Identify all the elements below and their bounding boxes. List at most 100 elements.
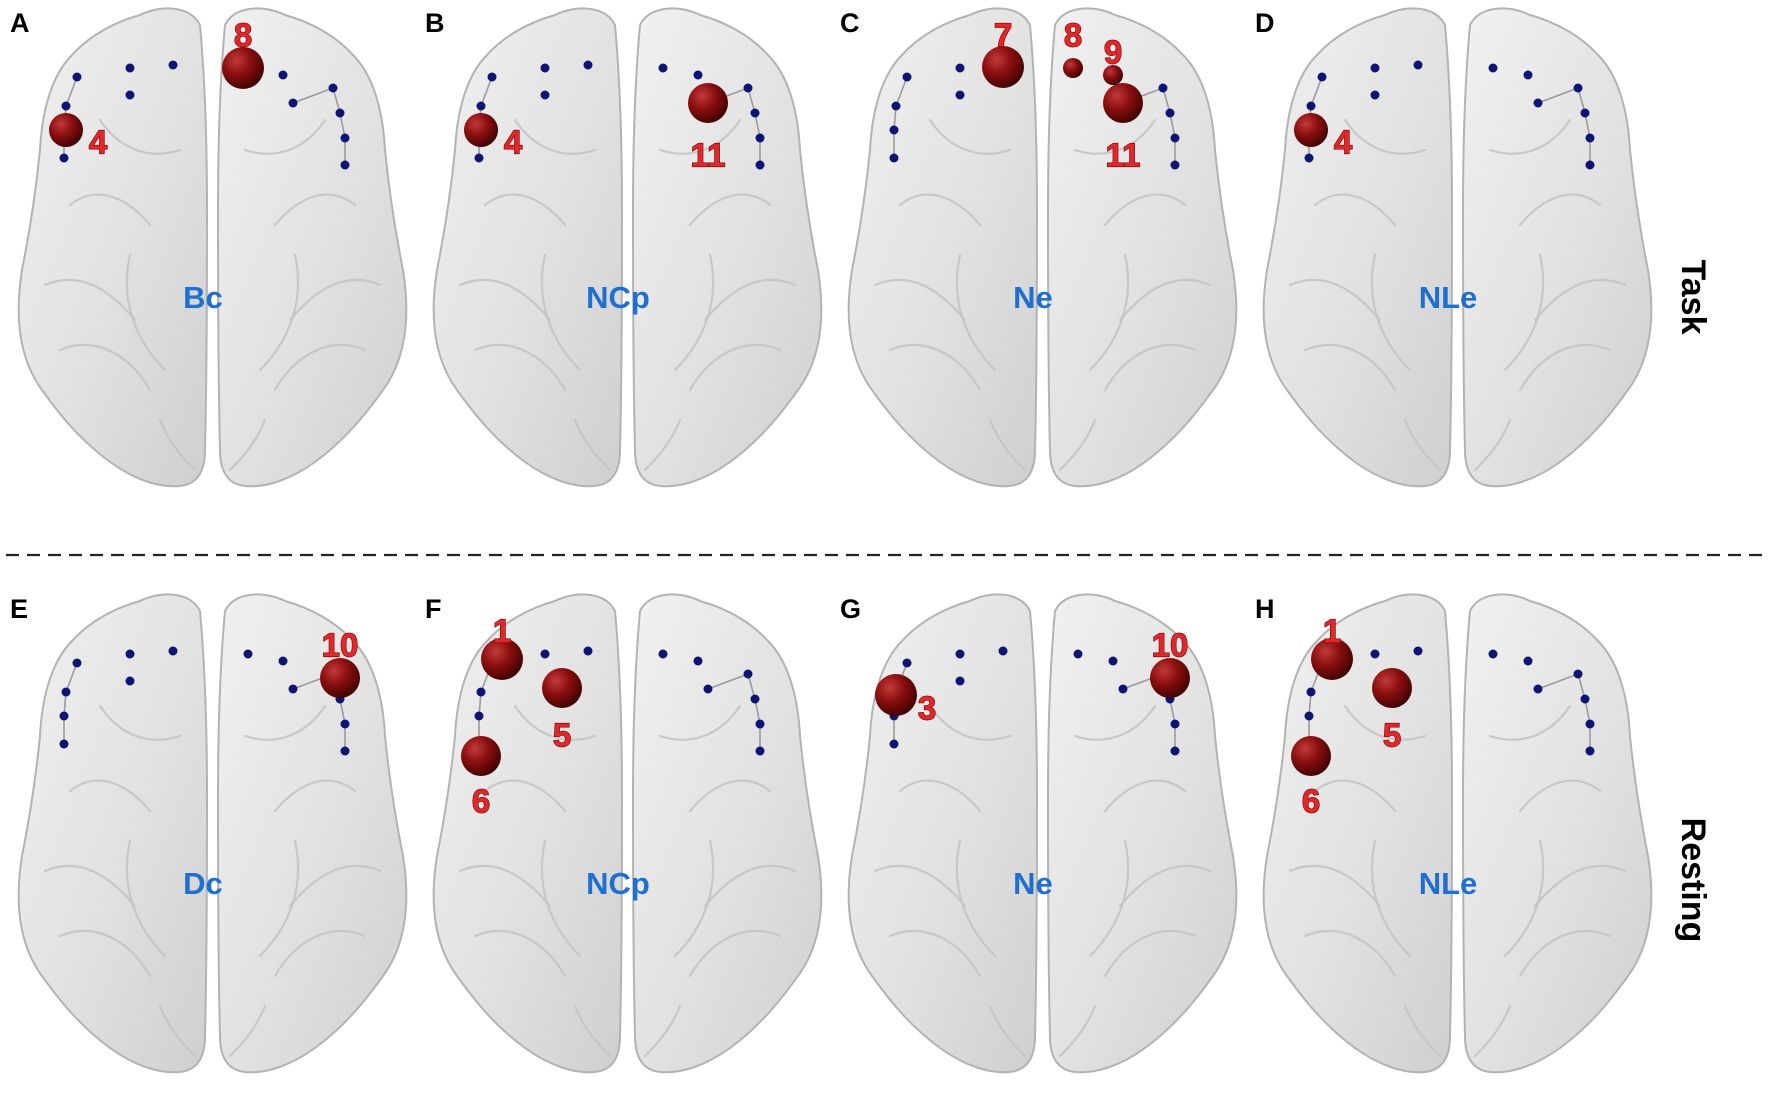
network-node	[955, 90, 965, 100]
network-node	[1580, 108, 1590, 118]
hub-label-8: 8	[234, 17, 252, 54]
hub-label-9: 9	[1104, 34, 1122, 71]
gyrus-fold	[1058, 418, 1097, 472]
gyrus-fold	[1288, 278, 1382, 322]
hub-node-6	[461, 736, 501, 776]
gyrus-fold	[158, 1004, 197, 1058]
gyrus-fold	[1518, 344, 1612, 392]
panel-letter: E	[10, 594, 28, 624]
network-edge	[895, 76, 908, 107]
network-node	[955, 676, 965, 686]
gyrus-fold	[243, 118, 327, 155]
gyrus-fold	[158, 418, 197, 472]
network-node	[340, 746, 350, 756]
gyrus-fold	[1533, 278, 1627, 322]
gyrus-fold	[68, 193, 152, 227]
right-hemisphere	[216, 7, 408, 488]
network-node	[125, 90, 135, 100]
gyrus-fold	[1370, 253, 1412, 372]
network-node	[278, 70, 288, 80]
hub-label-5: 5	[553, 717, 571, 754]
network-node	[335, 108, 345, 118]
network-node	[1170, 719, 1180, 729]
measure-label: Bc	[183, 280, 223, 315]
gyrus-fold	[1313, 779, 1397, 813]
network-node	[889, 153, 899, 163]
gyrus-fold	[483, 779, 567, 813]
gyrus-fold	[1503, 253, 1545, 372]
network-node	[1118, 684, 1128, 694]
gyrus-fold	[1503, 839, 1545, 958]
gyrus-fold	[458, 278, 552, 322]
hub-node-11	[688, 83, 728, 123]
hub-label-8: 8	[1064, 17, 1082, 54]
gyrus-fold	[540, 839, 582, 958]
network-node	[340, 133, 350, 143]
network-node	[743, 83, 753, 93]
network-node	[540, 90, 550, 100]
network-node	[750, 694, 760, 704]
gyrus-fold	[513, 704, 597, 741]
gyrus-fold	[1403, 1004, 1442, 1058]
gyrus-fold	[98, 118, 182, 155]
network-edge	[1537, 673, 1579, 690]
gyrus-fold	[888, 344, 982, 392]
network-edge	[707, 673, 749, 690]
network-node	[168, 646, 178, 656]
gyrus-fold	[258, 253, 300, 372]
right-hemisphere	[216, 593, 408, 1074]
network-node	[955, 649, 965, 659]
network-node	[1488, 649, 1498, 659]
gyrus-fold	[1533, 864, 1627, 908]
network-node	[1533, 98, 1543, 108]
gyrus-fold	[1118, 864, 1212, 908]
gyrus-fold	[1073, 704, 1157, 741]
network-node	[1073, 649, 1083, 659]
gyrus-fold	[1518, 930, 1612, 978]
network-node	[902, 72, 912, 82]
network-node	[1585, 160, 1595, 170]
network-node	[328, 83, 338, 93]
gyrus-fold	[1488, 704, 1572, 741]
network-node	[59, 711, 69, 721]
gyrus-fold	[273, 344, 367, 392]
network-node	[1580, 694, 1590, 704]
gyrus-fold	[873, 278, 967, 322]
gyrus-fold	[1313, 193, 1397, 227]
network-node	[583, 60, 593, 70]
measure-label: Ne	[1013, 866, 1053, 901]
network-node	[1523, 656, 1533, 666]
network-node	[1585, 719, 1595, 729]
right-hemisphere	[1047, 7, 1238, 488]
network-node	[1158, 83, 1168, 93]
hub-node-5	[542, 668, 582, 708]
measure-label: Dc	[183, 866, 223, 901]
network-edge	[480, 76, 493, 107]
gyrus-fold	[643, 418, 682, 472]
network-node	[891, 101, 901, 111]
network-node	[1370, 63, 1380, 73]
left-hemisphere	[432, 593, 624, 1074]
network-node	[59, 153, 69, 163]
gyrus-fold	[288, 278, 382, 322]
network-node	[72, 658, 82, 668]
network-edge	[1537, 87, 1579, 104]
network-node	[1306, 687, 1316, 697]
gyrus-fold	[703, 864, 797, 908]
left-hemisphere	[1262, 593, 1453, 1074]
gyrus-fold	[458, 864, 552, 908]
network-node	[1170, 160, 1180, 170]
network-node	[755, 746, 765, 756]
gyrus-fold	[1303, 930, 1397, 978]
gyrus-fold	[1343, 704, 1427, 741]
left-hemisphere	[1262, 7, 1453, 488]
gyrus-fold	[1303, 344, 1397, 392]
network-node	[340, 160, 350, 170]
left-hemisphere	[432, 7, 624, 488]
network-node	[476, 687, 486, 697]
network-node	[125, 649, 135, 659]
network-node	[61, 101, 71, 111]
